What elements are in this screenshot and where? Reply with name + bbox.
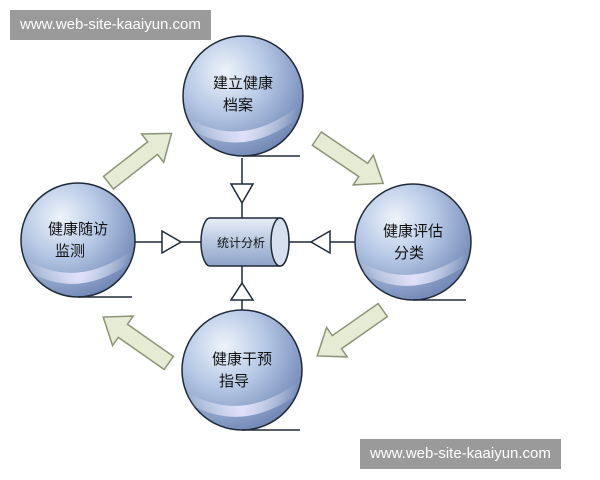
node-right-band	[360, 252, 468, 286]
connector-left	[135, 229, 201, 255]
arrow-left-to-top-shape	[102, 132, 173, 190]
node-right-label-line2: 分类	[394, 244, 424, 262]
center-label: 统计分析	[217, 236, 265, 250]
arrow-bottom-to-left-shape	[102, 315, 175, 371]
node-bottom-label-line2: 指导	[219, 372, 249, 390]
node-top-label-line1: 建立健康	[213, 74, 273, 92]
connector-right-triangle	[309, 229, 331, 255]
arrow-right-to-bottom	[316, 302, 389, 358]
node-left-label-line2: 监测	[55, 242, 85, 260]
node-left-label-line1: 健康随访	[48, 220, 108, 238]
arrow-right-to-bottom-shape	[316, 302, 389, 358]
node-left-band	[26, 250, 132, 284]
watermark-bottom: www.web-site-kaaiyun.com	[360, 439, 561, 469]
connector-left-triangle	[161, 229, 183, 255]
node-bottom-label-line1: 健康干预	[212, 350, 272, 368]
node-bottom-band	[186, 382, 298, 417]
node-top: 建立健康 档案	[182, 35, 304, 157]
node-right-label-line1: 健康评估	[383, 222, 443, 240]
connector-top-triangle	[229, 183, 255, 205]
connector-right	[289, 229, 355, 255]
arrow-bottom-to-left	[102, 315, 175, 371]
connector-top	[229, 158, 255, 218]
center-cylinder-end	[270, 217, 290, 267]
node-top-band	[188, 106, 298, 143]
node-top-label-line2: 档案	[223, 96, 253, 114]
node-bottom: 健康干预 指导	[181, 309, 303, 431]
watermark-top: www.web-site-kaaiyun.com	[10, 10, 211, 40]
arrow-top-to-right-shape	[311, 130, 385, 186]
arrow-left-to-top	[102, 132, 173, 190]
node-right: 健康评估 分类	[354, 183, 472, 301]
connector-bottom	[229, 266, 255, 310]
node-left: 健康随访 监测	[20, 182, 136, 298]
center-cylinder: 统计分析	[200, 217, 290, 267]
arrow-top-to-right	[311, 130, 385, 186]
connector-bottom-triangle	[229, 281, 255, 301]
